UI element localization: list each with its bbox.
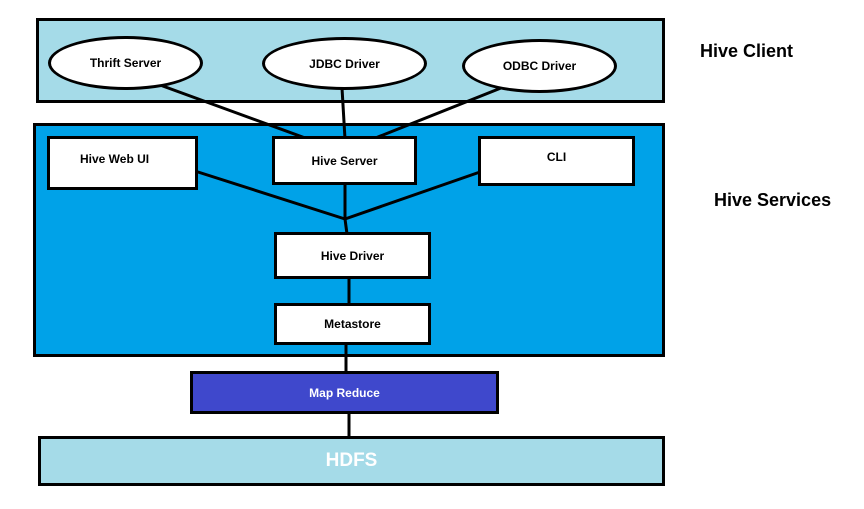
odbc-driver-label: ODBC Driver xyxy=(502,59,577,73)
map-reduce-label: Map Reduce xyxy=(309,385,380,400)
hive-web-ui-label: Hive Web UI xyxy=(80,152,150,166)
hive-server-node: Hive Server xyxy=(272,136,417,185)
cli-node: CLI xyxy=(478,136,635,186)
cli-label: CLI xyxy=(546,150,567,164)
metastore-node: Metastore xyxy=(274,303,431,345)
hdfs-node: HDFS xyxy=(38,436,665,486)
hdfs-label: HDFS xyxy=(325,450,378,471)
metastore-label: Metastore xyxy=(324,317,381,331)
hive-client-title: Hive Client xyxy=(700,41,794,61)
hive-services-title: Hive Services xyxy=(714,190,832,210)
odbc-driver-node: ODBC Driver xyxy=(462,39,617,93)
jdbc-driver-node: JDBC Driver xyxy=(262,37,427,90)
thrift-server-node: Thrift Server xyxy=(48,36,203,90)
jdbc-driver-label: JDBC Driver xyxy=(309,56,380,71)
thrift-server-label: Thrift Server xyxy=(89,56,162,70)
hive-web-ui-node: Hive Web UI xyxy=(47,136,198,190)
hive-server-label: Hive Server xyxy=(311,153,378,168)
hive-driver-label: Hive Driver xyxy=(320,248,385,263)
hive-driver-node: Hive Driver xyxy=(274,232,431,279)
map-reduce-node: Map Reduce xyxy=(190,371,499,414)
